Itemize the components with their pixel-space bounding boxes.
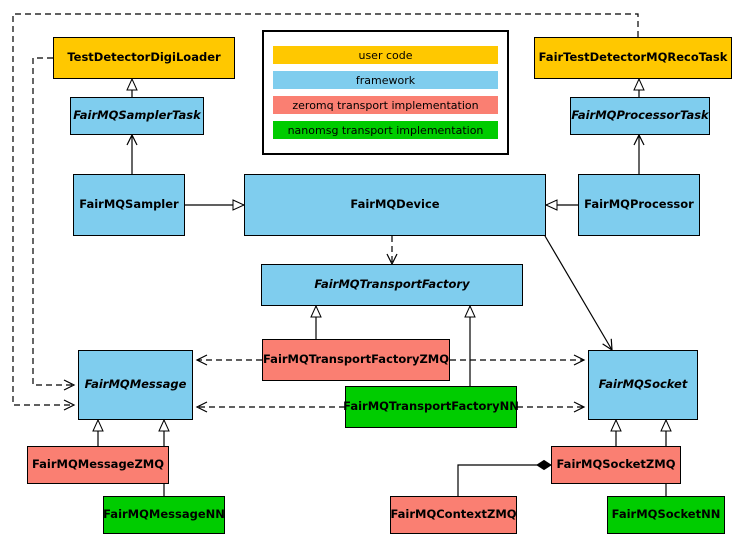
class-box-fairmqsocketzmq[interactable]: FairMQSocketZMQ (551, 446, 681, 484)
class-box-fairmqsamplertask[interactable]: FairMQSamplerTask (70, 97, 204, 135)
class-box-fairmqsocket[interactable]: FairMQSocket (588, 350, 698, 420)
edge-device-to-socket (544, 235, 613, 352)
legend-panel: user code framework zeromq transport imp… (262, 30, 509, 155)
edge-recotask-to-message (12, 13, 639, 411)
class-box-testdetectordigiloader[interactable]: TestDetectorDigiLoader (53, 37, 235, 79)
legend-item-zeromq: zeromq transport implementation (273, 96, 498, 114)
class-box-fairmqtransportfactorynn[interactable]: FairMQTransportFactoryNN (343, 386, 519, 428)
class-box-fairmqprocessortask[interactable]: FairMQProcessorTask (570, 97, 710, 135)
class-box-fairmqmessagenn[interactable]: FairMQMessageNN (103, 496, 225, 534)
legend-item-framework: framework (273, 71, 498, 89)
class-box-fairmqtransportfactory[interactable]: FairMQTransportFactory (261, 264, 523, 306)
edge-contextzmq-to-socketzmq (457, 459, 552, 496)
class-box-fairmqtransportfactoryzmq[interactable]: FairMQTransportFactoryZMQ (262, 339, 450, 381)
class-box-fairmqmessagezmq[interactable]: FairMQMessageZMQ (27, 446, 169, 484)
class-box-fairmqsampler[interactable]: FairMQSampler (73, 174, 185, 236)
class-box-fairmqsocketnn[interactable]: FairMQSocketNN (607, 496, 725, 534)
class-box-fairmqmessage[interactable]: FairMQMessage (78, 350, 193, 420)
legend-item-user-code: user code (273, 46, 498, 64)
legend-item-nanomsg: nanomsg transport implementation (273, 121, 498, 139)
class-box-fairtestdetectormqrecotask[interactable]: FairTestDetectorMQRecoTask (534, 37, 732, 79)
edge-digiloader-to-message (32, 57, 76, 391)
class-box-fairmqcontextzmq[interactable]: FairMQContextZMQ (390, 496, 517, 534)
class-box-fairmqprocessor[interactable]: FairMQProcessor (578, 174, 700, 236)
class-box-fairmqdevice[interactable]: FairMQDevice (244, 174, 546, 236)
